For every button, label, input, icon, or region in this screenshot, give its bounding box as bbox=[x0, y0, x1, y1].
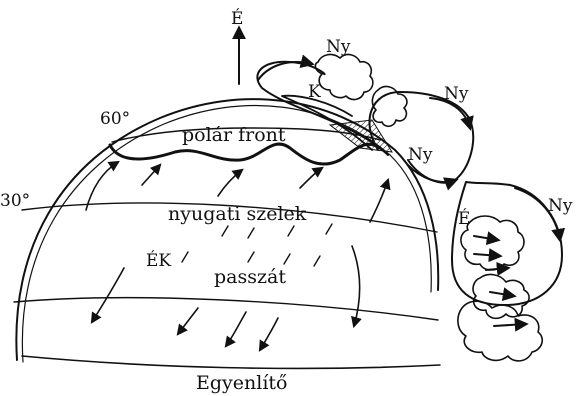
k-label: K bbox=[308, 82, 321, 102]
trade-arrow-5 bbox=[352, 246, 360, 326]
north-label: É bbox=[231, 8, 243, 29]
lat-30-label: 30° bbox=[0, 191, 30, 211]
cloud-lower-3 bbox=[458, 301, 542, 361]
trade-winds-label: passzát bbox=[214, 266, 286, 288]
latitude-15-line bbox=[14, 298, 438, 320]
lat-60-label: 60° bbox=[100, 109, 130, 129]
equator-line bbox=[22, 356, 440, 368]
trade-dash-2 bbox=[248, 252, 254, 262]
cloud-lower-2 bbox=[473, 275, 529, 319]
wind-dash-4 bbox=[326, 224, 332, 234]
wind-dash-2 bbox=[248, 228, 254, 238]
ny-top-label: Ny bbox=[326, 37, 351, 57]
polar-front-label: polár front bbox=[182, 124, 286, 146]
ek-label: ÉK bbox=[146, 250, 171, 271]
westerlies-label: nyugati szelek bbox=[168, 203, 307, 225]
ny-lower-label: Ny bbox=[548, 196, 573, 216]
anticyclone-loop-lower bbox=[452, 182, 562, 305]
wind-arrow-w5 bbox=[370, 180, 388, 222]
trade-arrow-1 bbox=[92, 268, 124, 322]
cloud-arrow-3 bbox=[490, 292, 514, 296]
equator-label: Egyenlítő bbox=[196, 372, 287, 394]
wind-arrow-w3 bbox=[218, 170, 242, 196]
trade-arrow-4 bbox=[260, 318, 278, 350]
wind-dash-3 bbox=[288, 226, 294, 236]
wind-dash-1 bbox=[222, 226, 228, 236]
e-cross-label: É bbox=[458, 208, 470, 229]
cloud-arrow-5 bbox=[486, 268, 508, 270]
polar-front-line bbox=[110, 144, 380, 164]
cloud-arrow-4 bbox=[494, 324, 526, 326]
cloud-arrow-1 bbox=[474, 236, 498, 240]
ny-loop-middle bbox=[369, 92, 473, 183]
ny-mid-label: Ny bbox=[408, 145, 433, 165]
wind-arrow-w2 bbox=[142, 165, 160, 185]
ny-right-label: Ny bbox=[444, 84, 469, 104]
trade-dash-1 bbox=[182, 252, 188, 262]
cloud-arrow-2 bbox=[474, 254, 500, 256]
wind-arrow-w4 bbox=[300, 168, 322, 188]
cloud-upper-1 bbox=[315, 55, 373, 100]
trade-arrow-2 bbox=[178, 308, 198, 334]
trade-dash-4 bbox=[314, 256, 320, 266]
trade-arrow-3 bbox=[226, 312, 246, 346]
trade-dash-3 bbox=[284, 254, 290, 264]
